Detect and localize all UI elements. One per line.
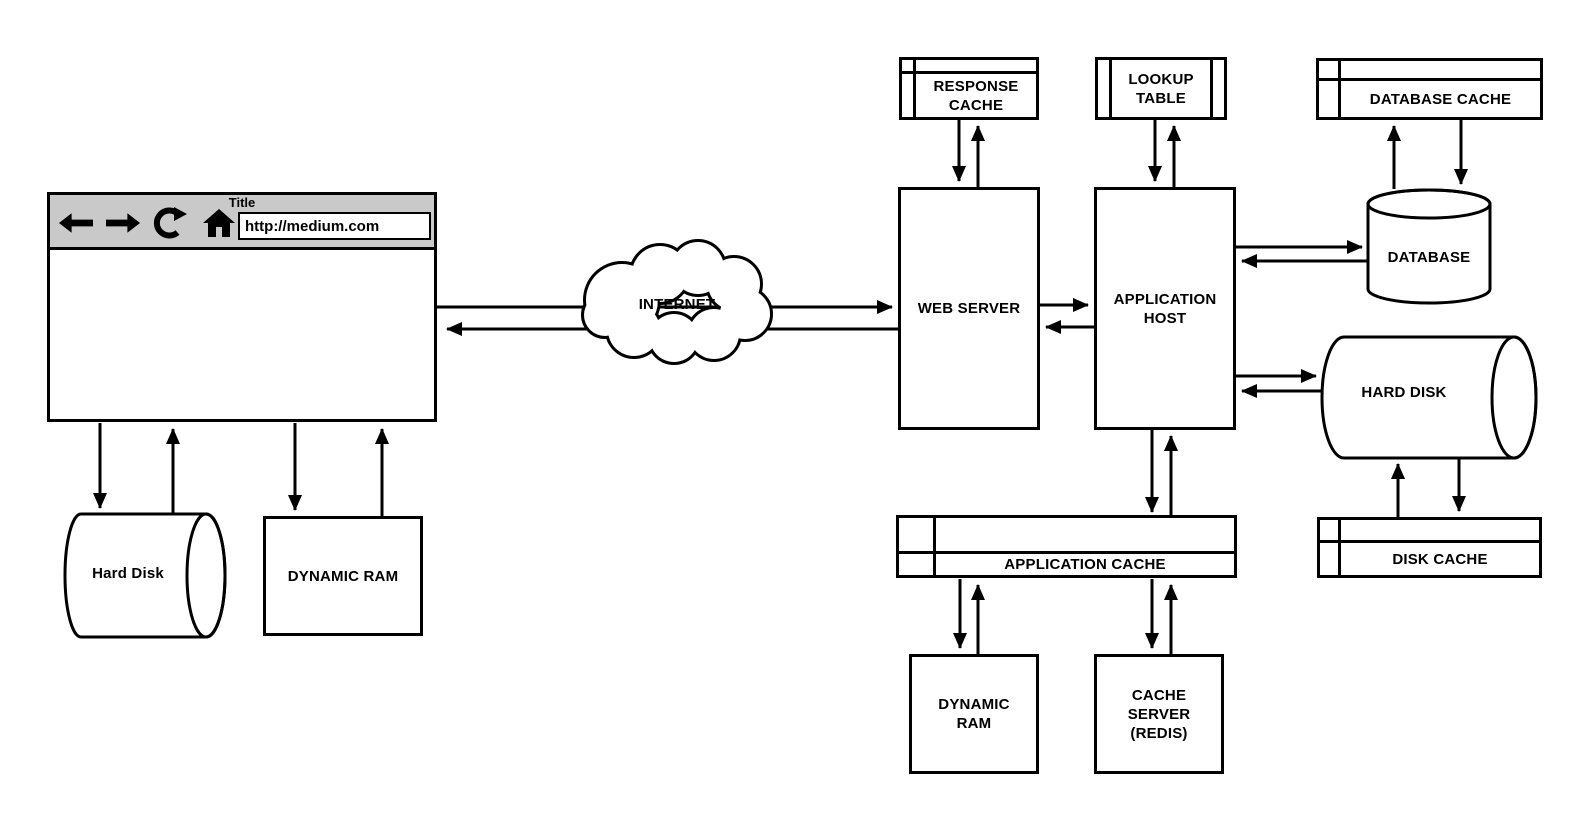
database-label: DATABASE: [1387, 248, 1471, 266]
database-cylinder: [1366, 188, 1492, 305]
node-label: DYNAMIC RAM: [938, 696, 1010, 732]
node-application-host: APPLICATION HOST: [1094, 187, 1236, 430]
refresh-icon: [153, 207, 187, 239]
shape-divider: [1319, 78, 1540, 81]
node-disk-cache: DISK CACHE: [1317, 517, 1542, 578]
node-dynamic-ram-bottom: DYNAMIC RAM: [909, 654, 1039, 774]
internet-label: INTERNET: [638, 295, 716, 313]
shape-divider: [1320, 540, 1539, 543]
node-label: DATABASE CACHE: [1369, 90, 1512, 108]
hard-disk-left-cylinder: [63, 512, 227, 639]
shape-divider: [933, 518, 936, 575]
node-label: APPLICATION CACHE: [1004, 556, 1166, 573]
node-lookup-table: LOOKUP TABLE: [1095, 57, 1227, 120]
node-label: DISK CACHE: [1392, 550, 1488, 568]
back-icon: [58, 213, 93, 233]
browser-window: Title http://medium.com: [47, 192, 437, 422]
browser-title: Title: [228, 195, 256, 210]
node-label: LOOKUP TABLE: [1128, 70, 1194, 107]
node-dynamic-ram-left: DYNAMIC RAM: [263, 516, 423, 636]
node-database-cache: DATABASE CACHE: [1316, 58, 1543, 120]
url-bar: http://medium.com: [238, 212, 431, 240]
hard-disk-left-label: Hard Disk: [92, 564, 164, 582]
internet-cloud: [581, 239, 773, 365]
node-label: CACHE SERVER (REDIS): [1127, 686, 1191, 742]
shape-divider: [902, 71, 1036, 74]
node-label: WEB SERVER: [917, 300, 1021, 317]
forward-icon: [106, 213, 141, 233]
node-cache-server-redis: CACHE SERVER (REDIS): [1094, 654, 1224, 774]
shape-divider: [1210, 60, 1213, 117]
node-label: APPLICATION HOST: [1113, 290, 1217, 327]
node-web-server: WEB SERVER: [898, 187, 1040, 430]
shape-divider: [1338, 520, 1341, 575]
url-text: http://medium.com: [245, 217, 380, 235]
shape-divider: [1338, 61, 1341, 117]
home-icon: [203, 209, 235, 237]
hard-disk-right-cylinder: [1320, 335, 1538, 460]
node-response-cache: RESPONSE CACHE: [899, 57, 1039, 120]
shape-divider: [913, 60, 916, 117]
shape-divider: [1109, 60, 1112, 117]
hard-disk-right-label: HARD DISK: [1361, 383, 1447, 401]
node-application-cache: APPLICATION CACHE: [896, 515, 1237, 578]
browser-header: Title http://medium.com: [50, 195, 434, 250]
node-label: RESPONSE CACHE: [933, 77, 1019, 114]
shape-divider: [899, 551, 1234, 554]
node-label: DYNAMIC RAM: [287, 567, 399, 585]
